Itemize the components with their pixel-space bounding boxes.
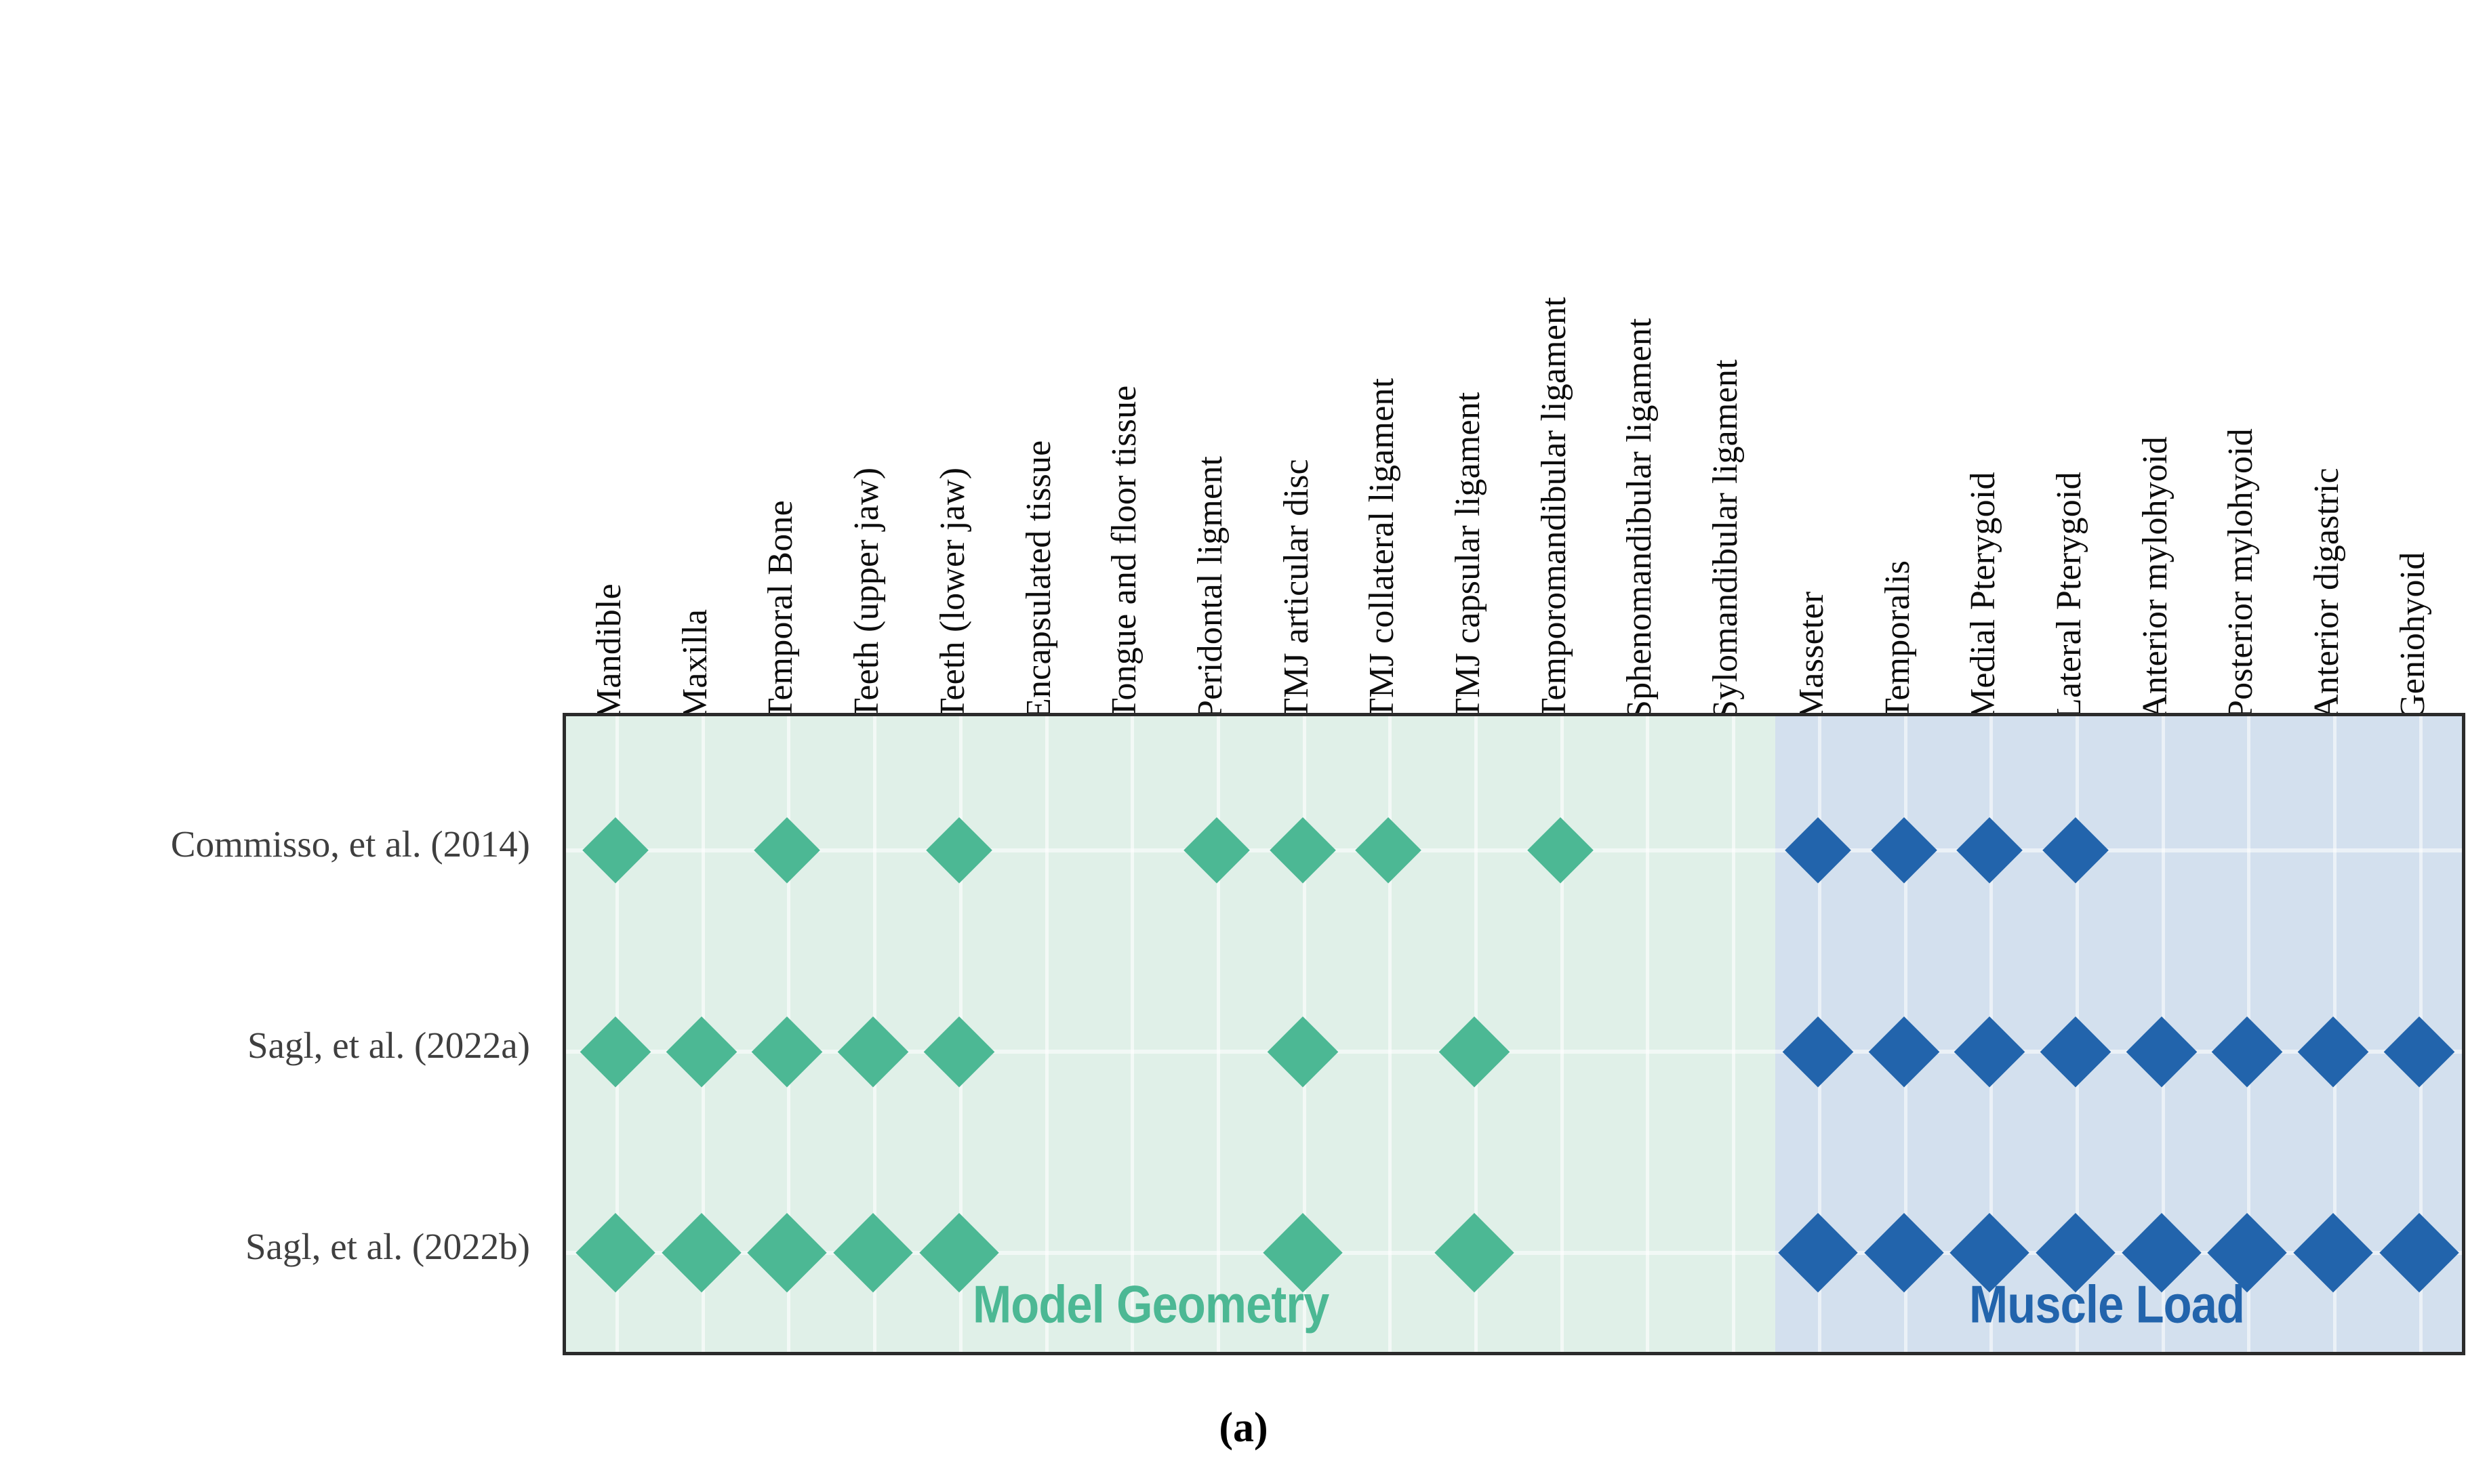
section-caption-model-geometry: Model Geometry [973, 1274, 1329, 1334]
row-label-commisso-et-al-2014: Commisso, et al. (2014) [170, 823, 530, 865]
gridline-vertical [1045, 716, 1049, 1352]
model-geometry-band [566, 716, 1775, 1352]
column-header-tongue-and-floor-tissue: Tongue and floor tissue [1105, 385, 1144, 720]
gridline-vertical [1732, 716, 1736, 1352]
row-label-sagl-et-al-2022b: Sagl, et al. (2022b) [245, 1226, 530, 1267]
column-header-anterior-digastric: Anterior digastric [2307, 468, 2346, 720]
column-header-masseter: Masseter [1792, 591, 1831, 720]
section-caption-muscle-load: Muscle Load [1969, 1274, 2245, 1334]
column-header-encapsulated-tissue: Encapsulated tissue [1019, 440, 1058, 720]
column-header-medial-pterygoid: Medial Pterygoid [1964, 472, 2003, 720]
column-header-temporalis: Temporalis [1878, 560, 1917, 720]
column-header-temporomandibular-ligament: Temporomandibular ligament [1534, 297, 1573, 720]
column-header-teeth-lower-jaw: Teeth (lower jaw) [933, 467, 972, 720]
gridline-vertical [1216, 716, 1220, 1352]
column-header-maxilla: Maxilla [675, 609, 714, 720]
column-header-sphenomandibular-ligament: Sphenomandibular ligament [1620, 318, 1659, 720]
gridline-vertical [1388, 716, 1392, 1352]
gridline-vertical [1560, 716, 1564, 1352]
column-header-tmj-collateral-ligament: TMJ collateral ligament [1362, 377, 1402, 720]
row-label-sagl-et-al-2022a: Sagl, et al. (2022a) [247, 1025, 530, 1066]
column-header-peridontal-ligment: Peridontal ligment [1190, 455, 1230, 720]
column-header-teeth-upper-jaw: Teeth (upper jaw) [847, 467, 887, 720]
gridline-horizontal [566, 848, 2462, 852]
column-header-sylomandibular-ligament: Sylomandibular ligament [1706, 359, 1745, 720]
column-header-geniohyoid: Geniohyoid [2393, 552, 2432, 720]
figure-caption: (a) [1219, 1405, 1268, 1451]
gridline-vertical [1646, 716, 1650, 1352]
column-header-lateral-pterygoid: Lateral Pterygoid [2049, 472, 2088, 720]
column-header-mandible: Mandible [590, 583, 628, 720]
gridline-vertical [1131, 716, 1135, 1352]
column-header-tmj-capsular-ligament: TMJ capsular ligament [1449, 392, 1487, 720]
matrix-panel: Model Geometry Muscle Load [563, 713, 2465, 1355]
column-header-tmj-articular-disc: TMJ articular disc [1276, 459, 1316, 720]
column-header-posterior-mylohyoid: Posterior mylohyoid [2221, 428, 2261, 720]
column-header-anterior-mylohyoid: Anterior mylohyoid [2135, 436, 2175, 720]
gridline-horizontal [566, 1050, 2462, 1054]
column-header-temporal-bone: Temporal Bone [761, 500, 801, 720]
